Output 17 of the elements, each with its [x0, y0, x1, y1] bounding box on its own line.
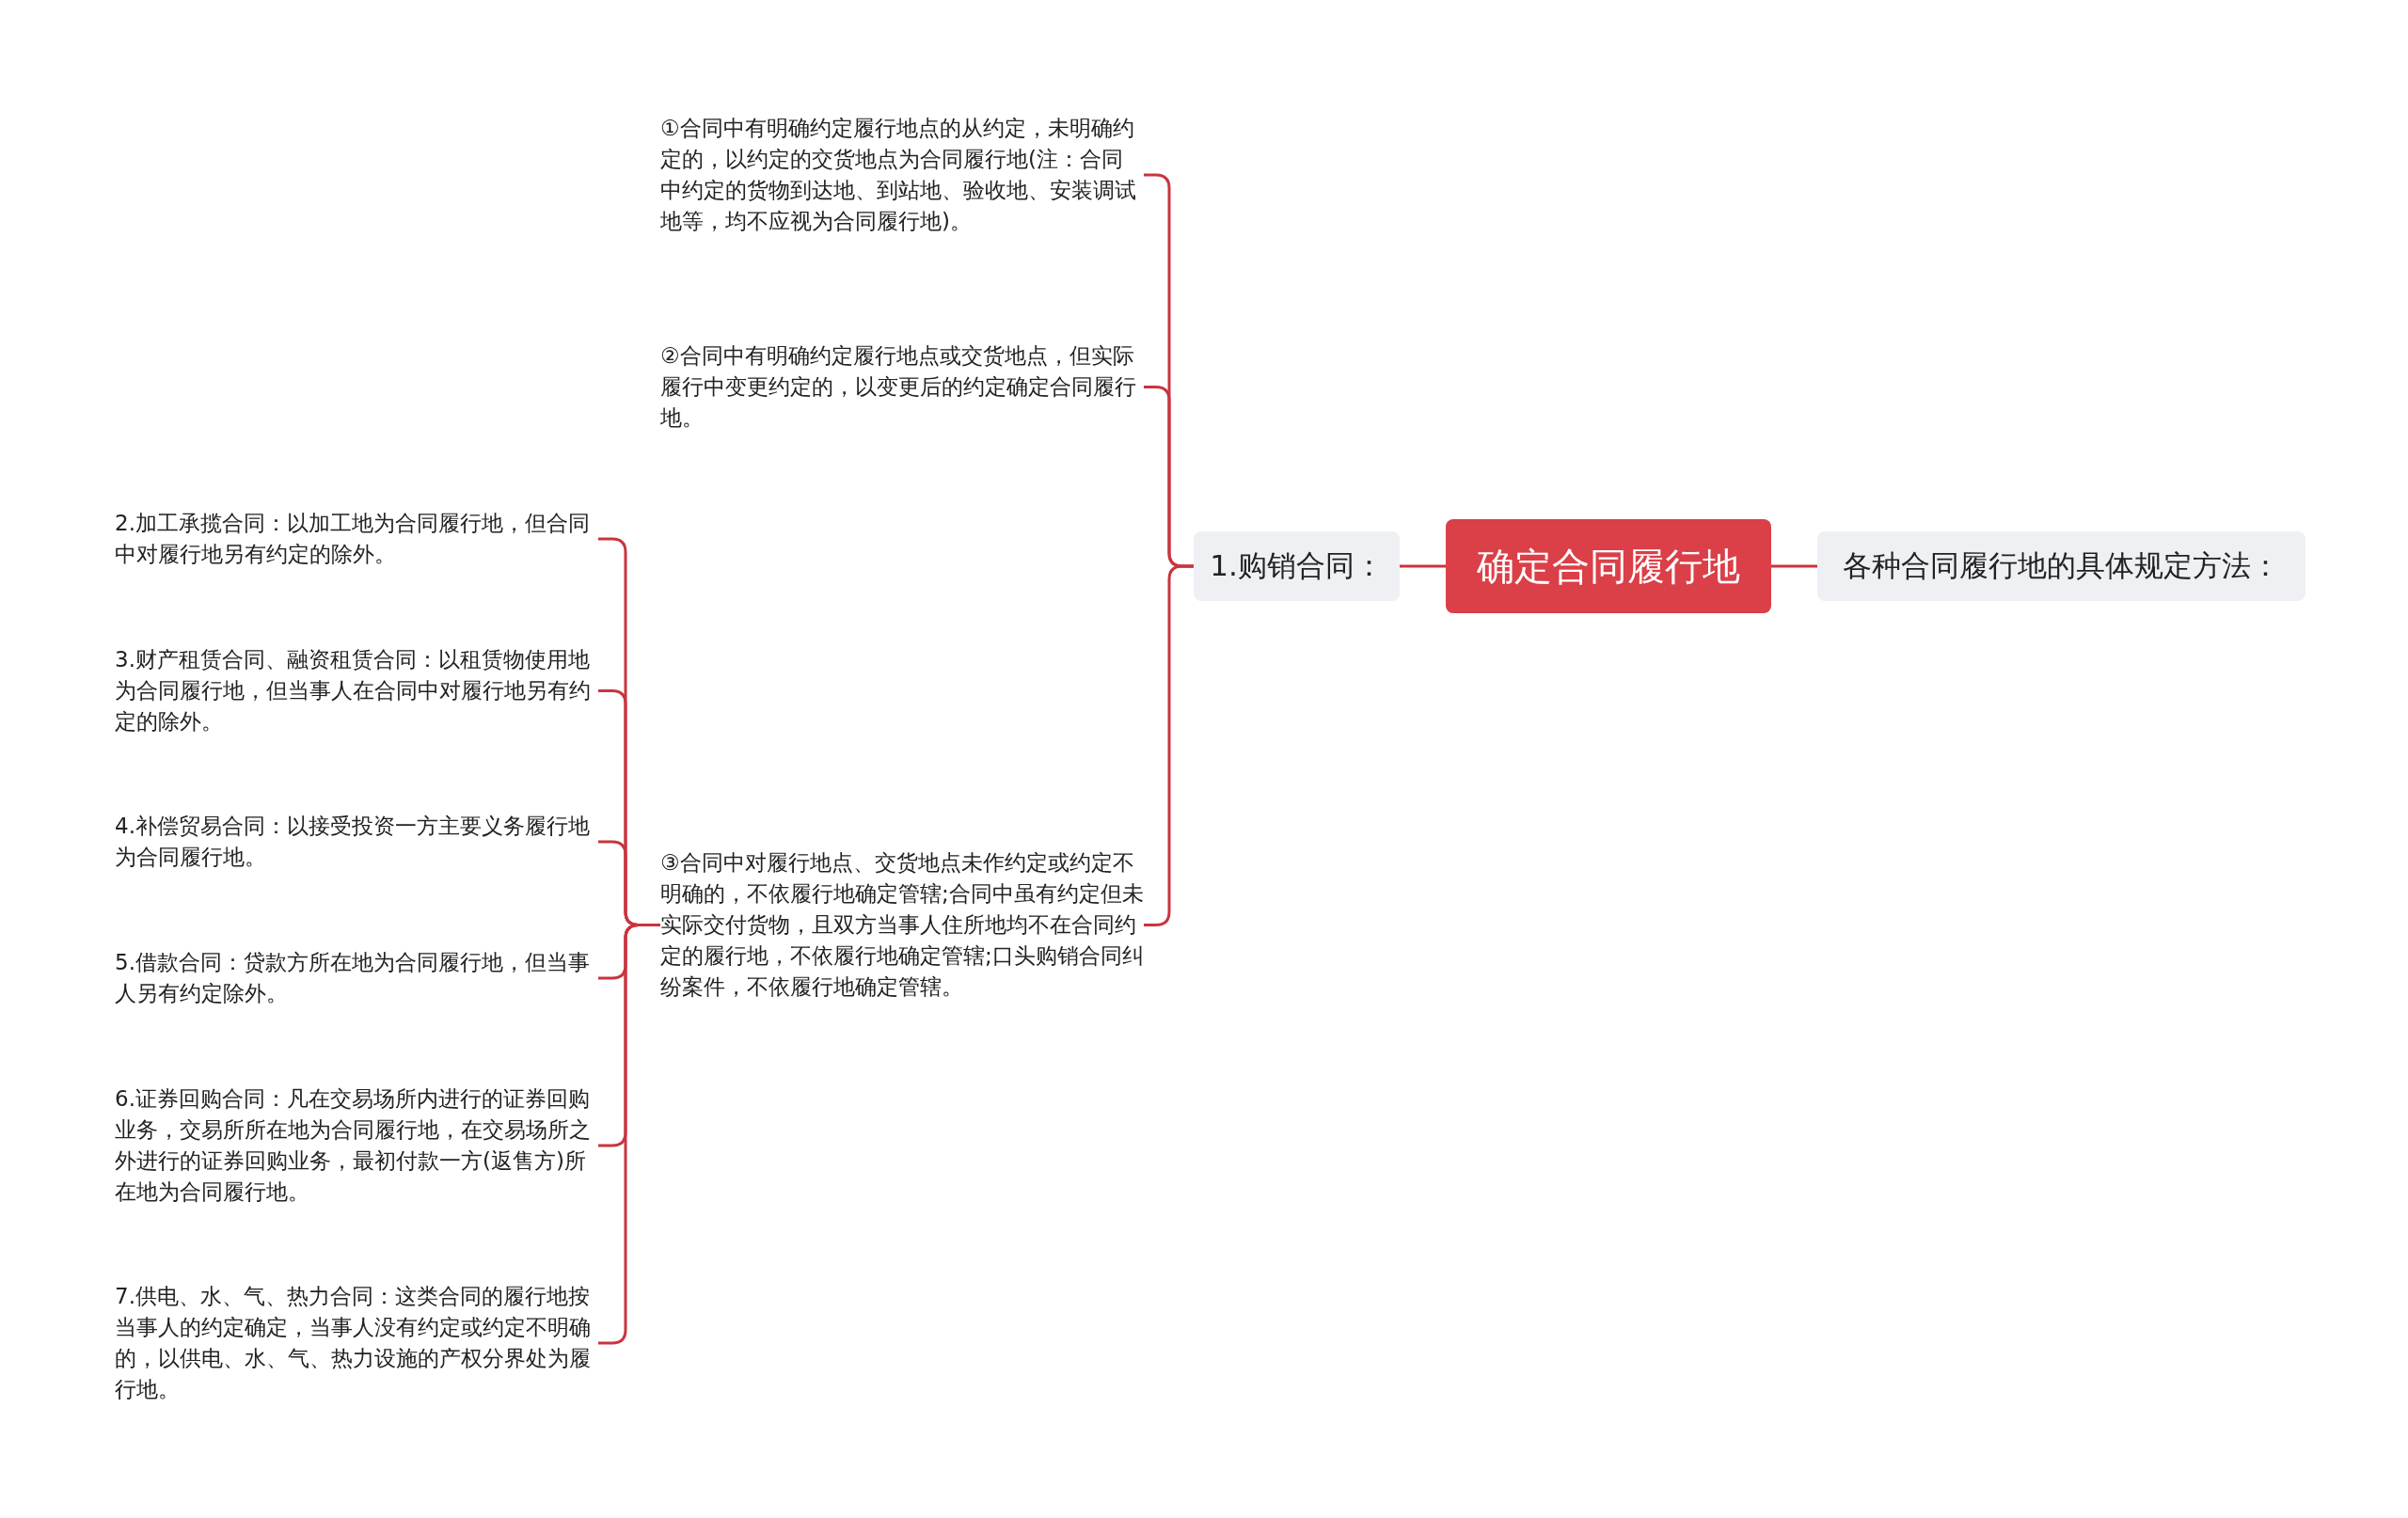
- topic-label: 2.加工承揽合同：以加工地为合同履行地，但合同中对履行地另有约定的除外。: [115, 511, 590, 566]
- topic-label: 4.补偿贸易合同：以接受投资一方主要义务履行地为合同履行地。: [115, 814, 590, 869]
- connector-line: [1771, 564, 1817, 568]
- topic-label: ①合同中有明确约定履行地点的从约定，未明确约定的，以约定的交货地点为合同履行地(注：合同中约定的货物到达地、到站地、验收地、安装调试地等，均不应视为合同履行地)。: [660, 116, 1136, 233]
- connector-line: [1400, 564, 1446, 568]
- topic-label: 7.供电、水、气、热力合同：这类合同的履行地按当事人的约定确定，当事人没有约定或约定不明确的，以供电、水、气、热力设施的产权分界处为履行地。: [115, 1284, 591, 1401]
- topic-label: ②合同中有明确约定履行地点或交货地点，但实际履行中变更约定的，以变更后的约定确定合同履行地。: [660, 343, 1136, 430]
- topic-box: [1194, 531, 1400, 601]
- topic-box: [1817, 531, 2305, 601]
- topic-label: 1.购销合同：: [1210, 547, 1384, 584]
- topic-label: 5.借款合同：贷款方所在地为合同履行地，但当事人另有约定除外。: [115, 950, 590, 1005]
- topic-label: 3.财产租赁合同、融资租赁合同：以租赁物使用地为合同履行地，但当事人在合同中对履行地另有约定的除外。: [115, 647, 591, 734]
- central-topic: [1446, 519, 1771, 613]
- topic-label: ③合同中对履行地点、交货地点未作约定或约定不明确的，不依履行地确定管辖;合同中虽有约定但未实际交付货物，且双方当事人住所地均不在合同约定的履行地，不依履行地确定管辖;口头购销合同纠纷案件，不依履行地确定管辖。: [660, 850, 1144, 999]
- topic-label: 确定合同履行地: [1477, 543, 1740, 590]
- topic-label: 6.证券回购合同：凡在交易场所内进行的证券回购业务，交易所所在地为合同履行地，在交易场所之外进行的证券回购业务，最初付款一方(返售方)所在地为合同履行地。: [115, 1086, 591, 1204]
- topic-label: 各种合同履行地的具体规定方法：: [1843, 547, 2280, 584]
